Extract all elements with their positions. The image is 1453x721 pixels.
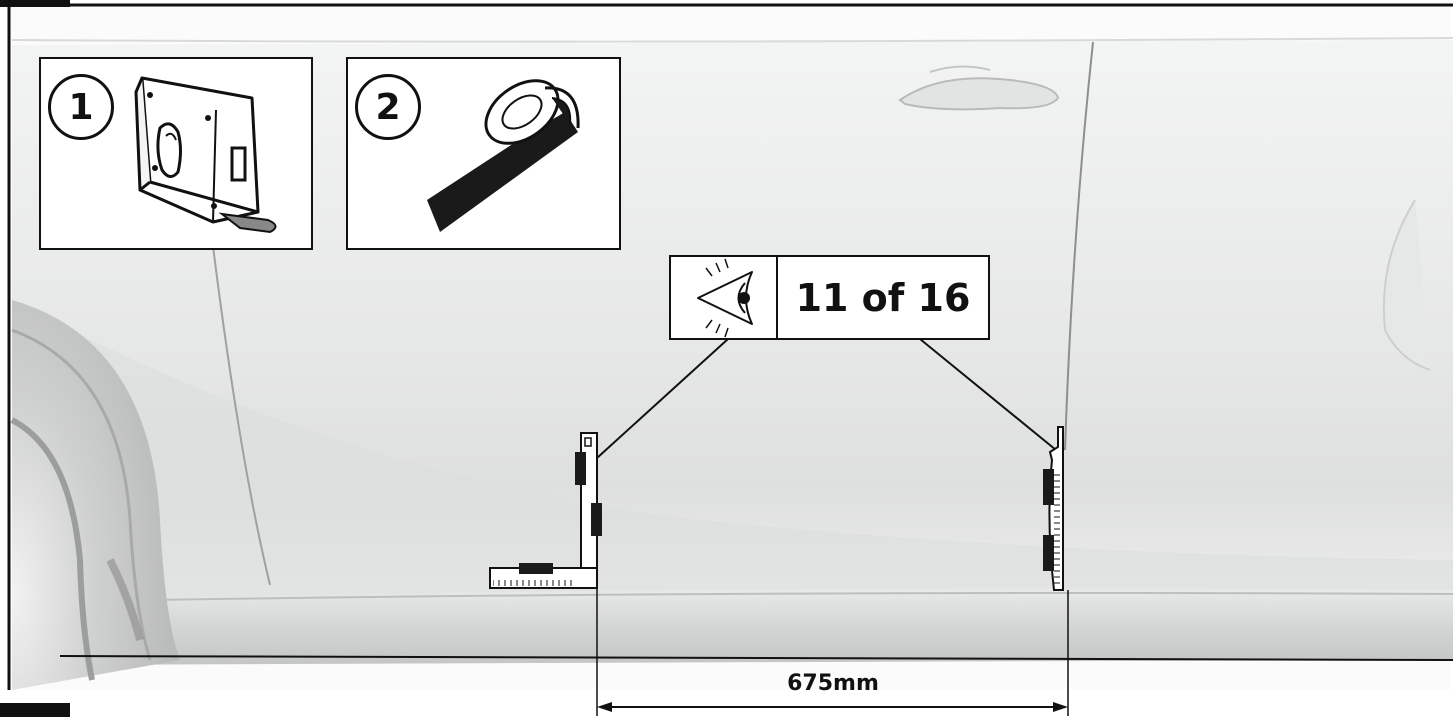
right-rule bbox=[1043, 426, 1064, 591]
rear-arch-hint bbox=[1382, 199, 1431, 371]
tool-number-1: 1 bbox=[48, 74, 114, 140]
corner-marker-bottom bbox=[0, 703, 70, 717]
body-crease-shade bbox=[12, 300, 1453, 600]
frame-border bbox=[7, 3, 1453, 690]
tape-measure-icon bbox=[134, 76, 277, 234]
tool-number-2: 2 bbox=[355, 74, 421, 140]
tape-strip bbox=[1043, 469, 1054, 505]
side-sill bbox=[30, 588, 1453, 665]
corner-marker-top bbox=[0, 0, 70, 7]
eye-icon bbox=[697, 258, 753, 338]
tape-strip bbox=[575, 452, 586, 485]
step-counter-label: 11 of 16 bbox=[795, 275, 971, 320]
step-callout bbox=[596, 255, 1057, 459]
front-wheel bbox=[10, 300, 180, 690]
tape-strip bbox=[1043, 535, 1054, 571]
measurement-label: 675mm bbox=[787, 671, 879, 696]
door-handle bbox=[898, 65, 1060, 111]
leader-line-left bbox=[596, 338, 729, 459]
dimension-line bbox=[596, 588, 1069, 716]
tape-strip bbox=[591, 503, 602, 536]
rear-door-seam bbox=[1064, 41, 1094, 451]
tape-strip bbox=[519, 563, 553, 574]
leader-line-right bbox=[919, 338, 1057, 451]
ground-line bbox=[59, 655, 1453, 661]
left-angle-rule bbox=[489, 432, 602, 589]
adhesive-tape-icon bbox=[427, 79, 580, 232]
